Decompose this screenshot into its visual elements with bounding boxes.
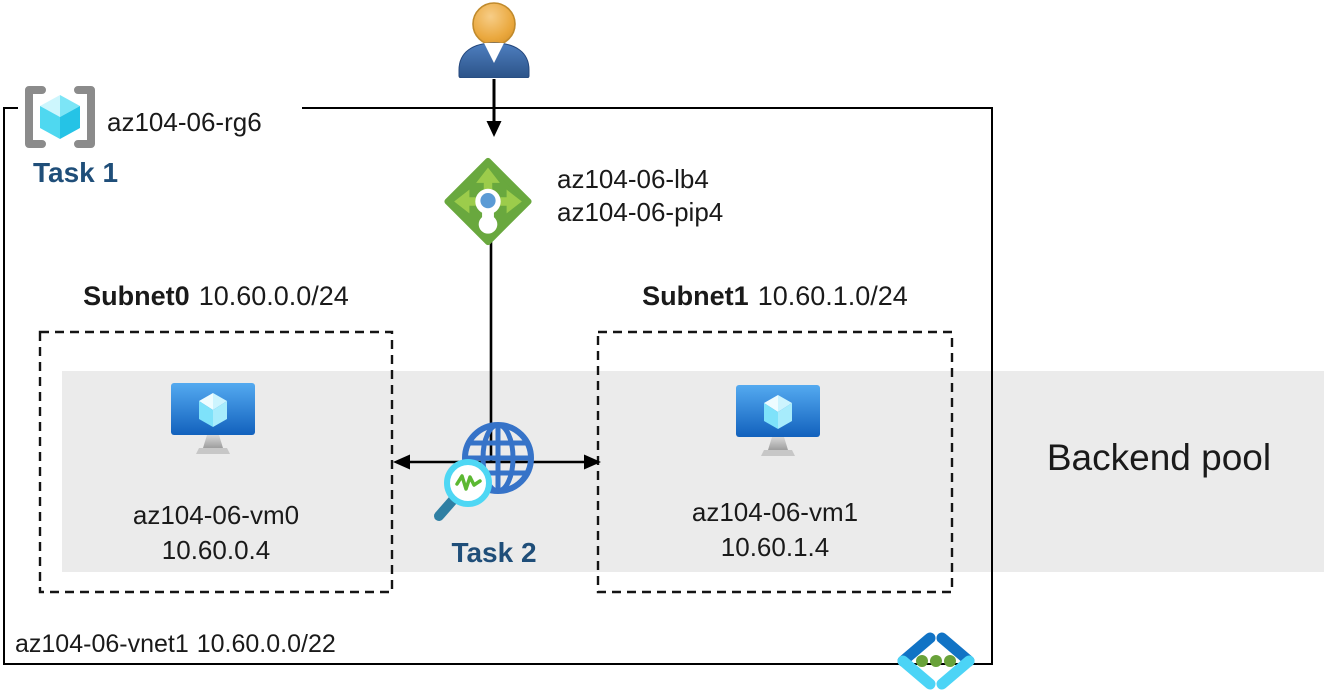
subnet0-name: Subnet0 xyxy=(83,281,190,311)
virtual-machine-icon xyxy=(736,385,820,456)
resource-group-icon xyxy=(25,86,95,148)
vm1-name: az104-06-vm1 xyxy=(691,497,859,527)
vm1-labels: az104-06-vm1 10.60.1.4 xyxy=(598,495,952,565)
virtual-machine-icon xyxy=(171,383,255,454)
user-icon xyxy=(458,2,530,78)
resource-group-box xyxy=(3,107,993,665)
public-ip-name: az104-06-pip4 xyxy=(557,197,724,227)
backend-pool-label: Backend pool xyxy=(1046,437,1272,478)
task2-label: Task 2 xyxy=(451,537,537,568)
globe-probe-icon xyxy=(434,422,534,521)
vm1-ip: 10.60.1.4 xyxy=(720,532,830,562)
subnet1-cidr: 10.60.1.0/24 xyxy=(757,281,908,311)
load-balancer-name: az104-06-lb4 xyxy=(557,164,709,194)
virtual-network-icon xyxy=(897,632,975,690)
load-balancer-labels: az104-06-lb4 az104-06-pip4 xyxy=(557,163,723,229)
subnet0-title: Subnet0 10.60.0.0/24 xyxy=(40,281,392,312)
probe-zigzag xyxy=(455,474,482,491)
vm0-name: az104-06-vm0 xyxy=(132,500,300,530)
load-balancer-icon xyxy=(444,157,532,246)
vnet-name: az104-06-vnet1 xyxy=(15,630,189,658)
subnet0-cidr: 10.60.0.0/24 xyxy=(198,281,349,311)
magnifier-handle xyxy=(434,495,458,521)
subnet1-title: Subnet1 10.60.1.0/24 xyxy=(598,281,952,312)
subnet1-name: Subnet1 xyxy=(642,281,749,311)
task1-label: Task 1 xyxy=(33,157,119,188)
vnet-cidr: 10.60.0.0/22 xyxy=(196,630,336,658)
vm0-labels: az104-06-vm0 10.60.0.4 xyxy=(40,498,392,568)
vm0-ip: 10.60.0.4 xyxy=(161,535,271,565)
resource-group-name: az104-06-rg6 xyxy=(107,107,262,137)
